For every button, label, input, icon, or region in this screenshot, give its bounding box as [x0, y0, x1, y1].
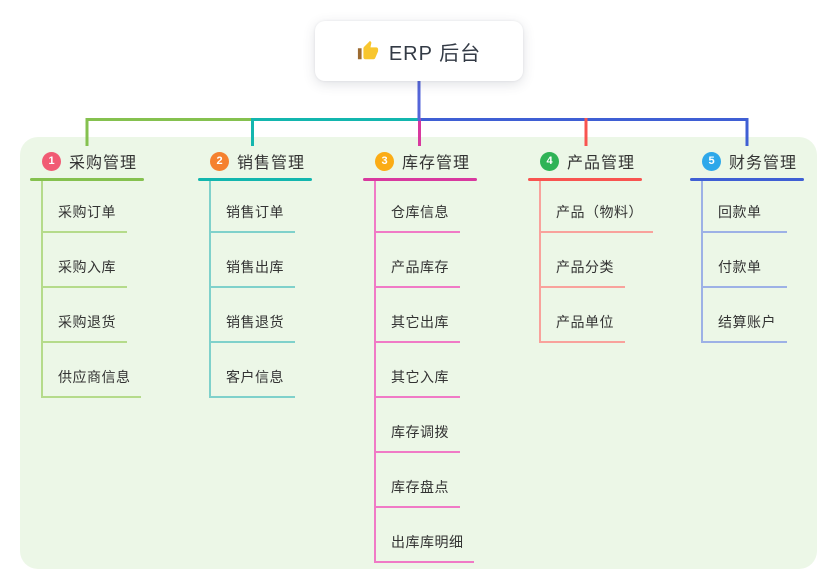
branch-item[interactable]: 产品分类 — [541, 233, 625, 288]
branch-item[interactable]: 采购入库 — [43, 233, 127, 288]
branch-item[interactable]: 库存盘点 — [376, 453, 460, 508]
branch-item[interactable]: 出库库明细 — [376, 508, 474, 563]
branch-title[interactable]: 3 库存管理 — [363, 148, 477, 174]
branch-item[interactable]: 销售订单 — [211, 181, 295, 233]
branch-item[interactable]: 采购订单 — [43, 181, 127, 233]
branches-panel — [20, 137, 817, 569]
branch-title[interactable]: 2 销售管理 — [198, 148, 312, 174]
root-node-label: ERP 后台 — [388, 42, 482, 65]
branch-item[interactable]: 回款单 — [703, 181, 787, 233]
branch-finance: 5 财务管理 回款单 付款单 结算账户 — [690, 148, 804, 343]
branch-item[interactable]: 产品库存 — [376, 233, 460, 288]
branch-item[interactable]: 产品（物料） — [541, 181, 653, 233]
branch-label: 产品管理 — [567, 155, 636, 172]
branch-items: 采购订单 采购入库 采购退货 供应商信息 — [41, 181, 141, 398]
branch-sales: 2 销售管理 销售订单 销售出库 销售退货 客户信息 — [198, 148, 312, 398]
branch-number-badge: 5 — [702, 151, 721, 171]
branch-label: 采购管理 — [69, 155, 138, 172]
branch-number-badge: 4 — [540, 151, 559, 171]
branch-item[interactable]: 付款单 — [703, 233, 787, 288]
branch-item[interactable]: 其它入库 — [376, 343, 460, 398]
branch-item[interactable]: 销售出库 — [211, 233, 295, 288]
branch-item[interactable]: 供应商信息 — [43, 343, 141, 398]
branch-title[interactable]: 1 采购管理 — [30, 148, 144, 174]
branch-item[interactable]: 客户信息 — [211, 343, 295, 398]
branch-item[interactable]: 销售退货 — [211, 288, 295, 343]
branch-purchase: 1 采购管理 采购订单 采购入库 采购退货 供应商信息 — [30, 148, 144, 398]
branch-item[interactable]: 采购退货 — [43, 288, 127, 343]
branch-title[interactable]: 4 产品管理 — [528, 148, 653, 174]
branch-title[interactable]: 5 财务管理 — [690, 148, 804, 174]
root-node[interactable]: ERP 后台 — [315, 21, 523, 81]
branch-number-badge: 1 — [42, 151, 61, 171]
branch-underline — [528, 178, 642, 181]
branch-number-badge: 2 — [210, 151, 229, 171]
branch-item[interactable]: 产品单位 — [541, 288, 625, 343]
branch-label: 财务管理 — [729, 155, 798, 172]
branch-item[interactable]: 结算账户 — [703, 288, 787, 343]
branch-underline — [690, 178, 804, 181]
branch-items: 回款单 付款单 结算账户 — [701, 181, 787, 343]
thumbs-up-icon — [357, 40, 379, 62]
branch-item[interactable]: 仓库信息 — [376, 181, 460, 233]
branch-underline — [198, 178, 312, 181]
branch-inventory: 3 库存管理 仓库信息 产品库存 其它出库 其它入库 库存调拨 库存盘点 出库库… — [363, 148, 477, 563]
branch-items: 仓库信息 产品库存 其它出库 其它入库 库存调拨 库存盘点 出库库明细 — [374, 181, 474, 563]
branch-items: 销售订单 销售出库 销售退货 客户信息 — [209, 181, 295, 398]
branch-underline — [363, 178, 477, 181]
branch-items: 产品（物料） 产品分类 产品单位 — [539, 181, 653, 343]
branch-number-badge: 3 — [375, 151, 394, 171]
branch-item[interactable]: 其它出库 — [376, 288, 460, 343]
branch-item[interactable]: 库存调拨 — [376, 398, 460, 453]
branch-underline — [30, 178, 144, 181]
branch-label: 销售管理 — [237, 155, 306, 172]
branch-product: 4 产品管理 产品（物料） 产品分类 产品单位 — [528, 148, 653, 343]
branch-label: 库存管理 — [402, 155, 471, 172]
